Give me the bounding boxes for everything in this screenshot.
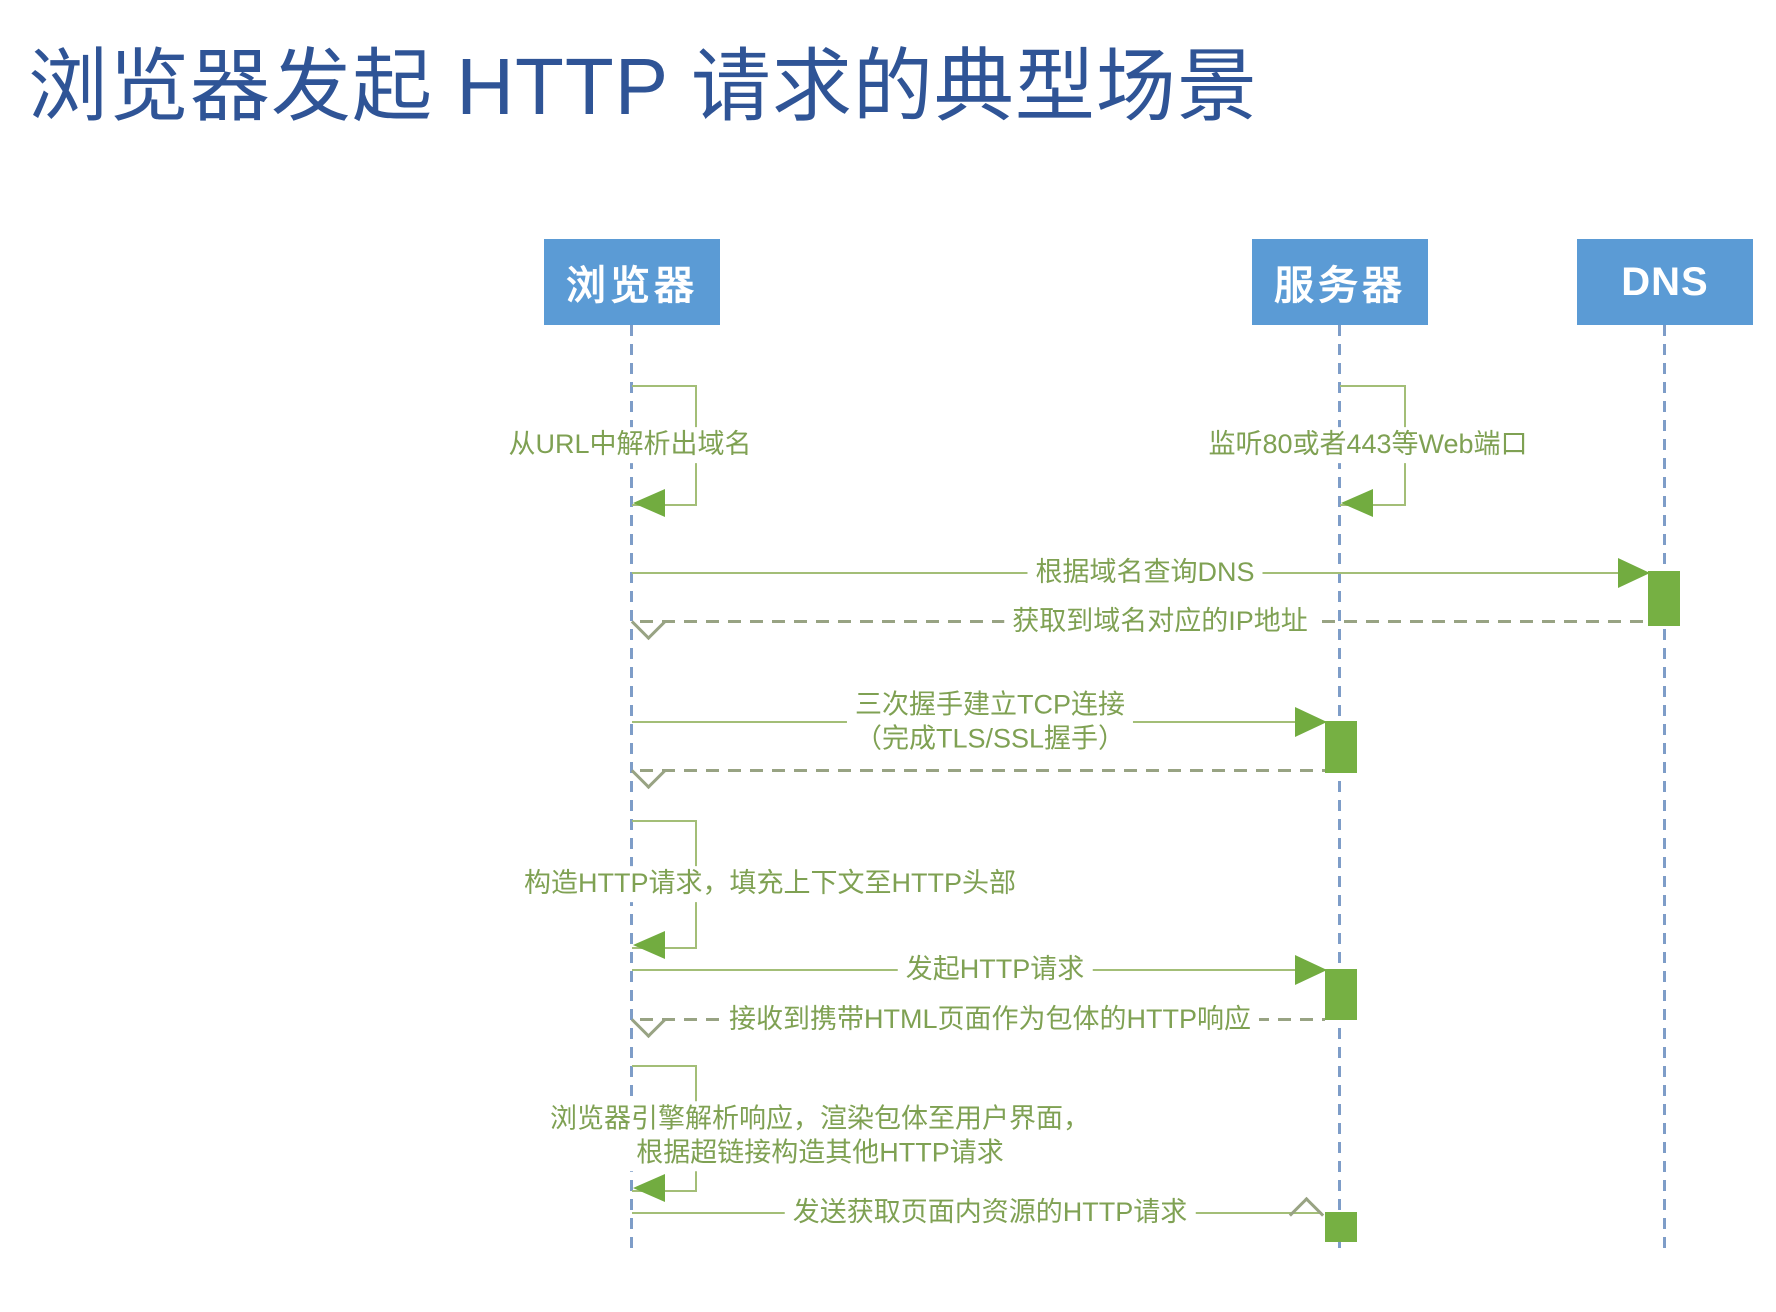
lifeline-server (1338, 325, 1341, 1248)
open-arrowhead-icon (630, 1002, 667, 1039)
message-query-dns-label: 根据域名查询DNS (1027, 555, 1263, 591)
activation-bar-server (1325, 969, 1357, 1020)
open-arrowhead-icon (630, 753, 667, 790)
activation-bar-dns (1648, 571, 1680, 626)
message-get-ip-label: 获取到域名对应的IP地址 (1004, 604, 1316, 640)
arrowhead-icon (1295, 955, 1327, 985)
actor-dns: DNS (1577, 239, 1753, 325)
actor-browser: 浏览器 (544, 239, 720, 325)
return-line-tcp (640, 769, 1325, 772)
lifeline-browser (630, 325, 633, 1248)
message-tcp-label: 三次握手建立TCP连接 （完成TLS/SSL握手） (846, 687, 1134, 757)
arrowhead-icon (633, 931, 665, 959)
activation-bar-server (1325, 721, 1357, 773)
message-render-line2: 根据超链接构造其他HTTP请求 (636, 1137, 1004, 1167)
activation-bar-server (1325, 1212, 1357, 1242)
lifeline-dns (1663, 325, 1666, 1248)
message-receive-response-label: 接收到携带HTML页面作为包体的HTTP响应 (721, 1002, 1259, 1038)
message-tcp-line2: （完成TLS/SSL握手） (854, 723, 1126, 753)
message-render-label: 浏览器引擎解析响应，渲染包体至用户界面， 根据超链接构造其他HTTP请求 (542, 1101, 1098, 1171)
message-build-request-label: 构造HTTP请求，填充上下文至HTTP头部 (516, 866, 1024, 902)
message-send-request-label: 发起HTTP请求 (897, 952, 1093, 988)
message-render-line1: 浏览器引擎解析响应，渲染包体至用户界面， (550, 1103, 1090, 1134)
arrowhead-icon (1618, 558, 1650, 588)
arrowhead-icon (1341, 489, 1373, 517)
open-arrowhead-icon (630, 604, 667, 641)
arrowhead-icon (633, 489, 665, 517)
message-listen-ports-label: 监听80或者443等Web端口 (1200, 427, 1536, 463)
message-parse-domain-label: 从URL中解析出域名 (500, 427, 760, 463)
open-arrowhead-icon (1288, 1196, 1325, 1233)
arrowhead-icon (633, 1174, 665, 1202)
arrowhead-icon (1295, 707, 1327, 737)
message-tcp-line1: 三次握手建立TCP连接 (855, 689, 1125, 720)
message-fetch-resources-label: 发送获取页面内资源的HTTP请求 (784, 1195, 1196, 1231)
page-title: 浏览器发起 HTTP 请求的典型场景 (28, 42, 1258, 131)
actor-server: 服务器 (1252, 239, 1428, 325)
